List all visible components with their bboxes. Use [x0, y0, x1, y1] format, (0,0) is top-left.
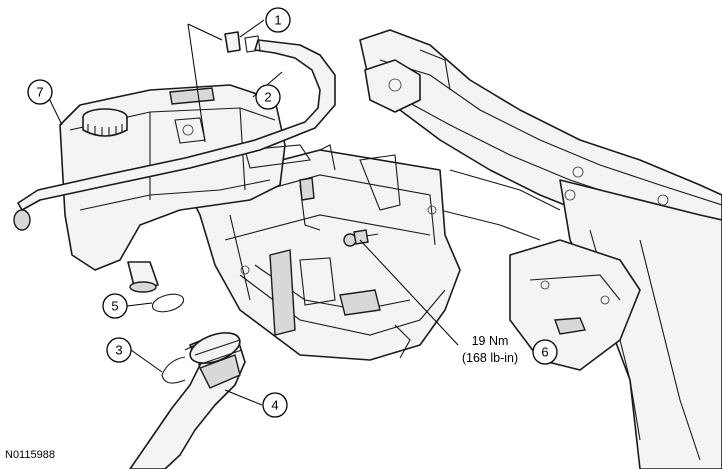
callout-4-label: 4: [271, 398, 278, 413]
callout-3: 3: [106, 337, 132, 363]
frame-rail: [359, 29, 722, 469]
coolant-reservoir: [59, 84, 311, 293]
callout-1-label: 1: [274, 13, 281, 28]
callout-7-label: 7: [36, 85, 43, 100]
lower-hose: [129, 332, 246, 469]
callout-5: 5: [102, 293, 128, 319]
o-ring: [151, 293, 185, 313]
callout-2: 2: [255, 84, 281, 110]
figure-id: N0115988: [5, 449, 55, 461]
callout-4: 4: [262, 392, 288, 418]
torque-imperial: (168 lb-in): [462, 351, 518, 365]
callout-3-label: 3: [115, 343, 122, 358]
callout-6: 6: [532, 339, 558, 365]
callout-1: 1: [265, 7, 291, 33]
bolt: [353, 229, 379, 245]
callout-6-label: 6: [541, 345, 548, 360]
overflow-hose: [13, 31, 336, 231]
callout-5-label: 5: [111, 299, 118, 314]
torque-metric: 19 Nm: [472, 334, 509, 348]
callout-2-label: 2: [264, 90, 271, 105]
callout-7: 7: [27, 79, 53, 105]
